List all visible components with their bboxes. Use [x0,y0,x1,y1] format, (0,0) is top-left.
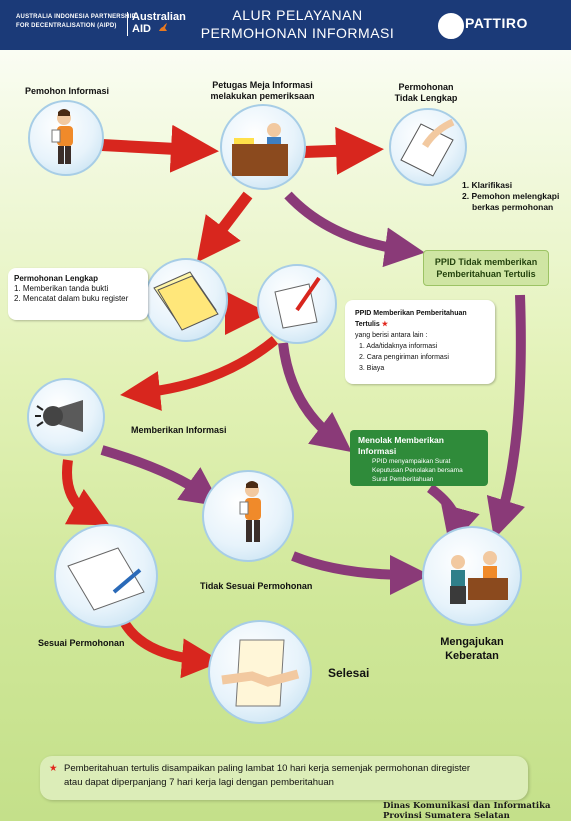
keberatan-label: Mengajukan Keberatan [420,635,524,663]
ppid-tidak-line2: Pemberitahuan Tertulis [436,269,536,279]
sesuai-label: Sesuai Permohonan [38,638,125,648]
arrow-petugas-to-ppid-tidak [284,191,425,268]
keberatan-line1: Mengajukan [440,636,504,648]
selesai-label: Selesai [328,666,370,680]
ppid-beri-title-row: PPID Memberikan Pemberitahuan Tertulis ★ [355,308,485,330]
ppid-tidak-box: PPID Tidak memberikan Pemberitahuan Tert… [423,250,549,286]
keberatan-circle [422,526,522,626]
arrow-memberikan-to-sesuai [62,459,110,526]
tidak-lengkap-circle [389,108,467,186]
footer-note: ★ Pemberitahuan tertulis disampaikan pal… [40,756,528,800]
lengkap-item-1: 1. Memberikan tanda bukti [14,284,109,293]
signing-document-icon [67,547,145,611]
dinas-watermark: Dinas Komunikasi dan Informatika Provins… [383,801,550,821]
klarifikasi-list: 1. Klarifikasi 2. Pemohon melengkapi ber… [462,180,559,213]
tidak-sesuai-circle [202,470,294,562]
menolak-line1: PPID menyampaikan Surat [372,458,451,465]
footer-note-line2: atau dapat diperpanjang 7 hari kerja lag… [64,777,334,788]
arrow-register-to-menolak [278,342,352,453]
person-icon [51,109,73,164]
sesuai-circle [54,524,158,628]
dinas-line2: Provinsi Sumatera Selatan [383,811,510,821]
dinas-line1: Dinas Komunikasi dan Informatika [383,801,551,811]
documents-stack-icon [153,271,219,331]
aid-line1: Australian [132,11,186,23]
star-icon: ★ [49,763,58,774]
arrow-petugas-to-lengkap [196,191,253,263]
lengkap-circle [144,258,228,342]
lengkap-box: Permohonan Lengkap 1. Memberikan tanda b… [8,268,148,320]
tidak-lengkap-label: Permohonan Tidak Lengkap [390,82,462,104]
star-icon: ★ [381,321,388,328]
pattiro-logo: PATTIRO [465,15,528,31]
ppid-beri-box: PPID Memberikan Pemberitahuan Tertulis ★… [345,300,495,384]
tidak-sesuai-label: Tidak Sesuai Permohonan [200,581,313,591]
tidak-lengkap-line1: Permohonan [398,82,454,92]
selesai-circle [208,620,312,724]
tidak-lengkap-line2: Tidak Lengkap [394,93,458,103]
pattiro-seal-icon [437,12,465,40]
klarifikasi-item-1: 1. Klarifikasi [462,180,513,190]
arrow-pemohon-to-petugas [101,124,219,173]
document-hand-icon [400,118,455,177]
logo-divider [127,12,128,36]
memberikan-label: Memberikan Informasi [131,425,227,435]
petugas-line2: melakukan pemeriksaan [210,91,315,101]
petugas-line1: Petugas Meja Informasi [212,80,313,90]
petugas-circle [220,104,306,190]
ppid-beri-title: PPID Memberikan Pemberitahuan Tertulis [355,310,467,328]
footer-note-line1: Pemberitahuan tertulis disampaikan palin… [64,763,471,774]
title-line1: ALUR PELAYANAN [232,7,363,23]
kangaroo-icon [159,23,167,31]
person-icon [239,481,261,542]
petugas-label: Petugas Meja Informasi melakukan pemerik… [205,80,320,102]
menolak-line3: Surat Pemberitahuan [372,476,434,483]
arrow-petugas-to-tidaklengkap [303,126,384,175]
pen-paper-icon [274,276,321,329]
menolak-line2: Keputusan Penolakan bersama [372,467,463,474]
aid-line2: AID [132,23,151,35]
register-circle [257,264,337,344]
ppid-beri-item-2: 2. Cara pengiriman informasi [359,354,449,361]
aipd-logo-text: AUSTRALIA INDONESIA PARTNERSHIP FOR DECE… [16,13,136,31]
lengkap-title: Permohonan Lengkap [14,274,99,283]
meeting-desk-icon [450,551,508,604]
aipd-line1: AUSTRALIA INDONESIA PARTNERSHIP [16,14,136,20]
page-title: ALUR PELAYANAN PERMOHONAN INFORMASI [190,6,405,42]
ppid-tidak-line1: PPID Tidak memberikan [434,257,538,267]
arrow-menolak-to-keberatan [426,483,480,548]
ppid-beri-sub: yang berisi antara lain : [355,332,428,339]
klarifikasi-item-2b: berkas permohonan [472,202,554,212]
arrow-register-to-memberikan [120,336,279,411]
keberatan-line2: Keberatan [445,650,499,662]
ppid-beri-item-3: 3. Biaya [359,365,385,372]
pemohon-circle [28,100,104,176]
arrow-tidaksesuai-to-keberatan [291,551,430,595]
megaphone-icon [35,400,83,432]
australian-aid-logo: Australian AID [132,11,186,35]
aipd-line2: FOR DECENTRALISATION (AIPD) [16,23,117,29]
menolak-title: Menolak Memberikan Informasi [358,435,444,456]
ppid-beri-item-1: 1. Ada/tidaknya informasi [359,343,438,350]
menolak-box: Menolak Memberikan Informasi PPID menyam… [350,430,488,486]
pemohon-label: Pemohon Informasi [25,86,110,96]
memberikan-circle [27,378,105,456]
arrow-memberikan-to-tidaksesuai [100,445,222,507]
handshake-icon [221,639,300,707]
klarifikasi-item-2a: 2. Pemohon melengkapi [462,191,560,201]
header-bar: AUSTRALIA INDONESIA PARTNERSHIP FOR DECE… [0,0,571,50]
desk-officer-icon [232,123,288,176]
title-line2: PERMOHONAN INFORMASI [200,25,395,41]
arrow-ppid-tidak-to-keberatan [486,294,526,540]
lengkap-item-2: 2. Mencatat dalam buku register [14,294,129,303]
